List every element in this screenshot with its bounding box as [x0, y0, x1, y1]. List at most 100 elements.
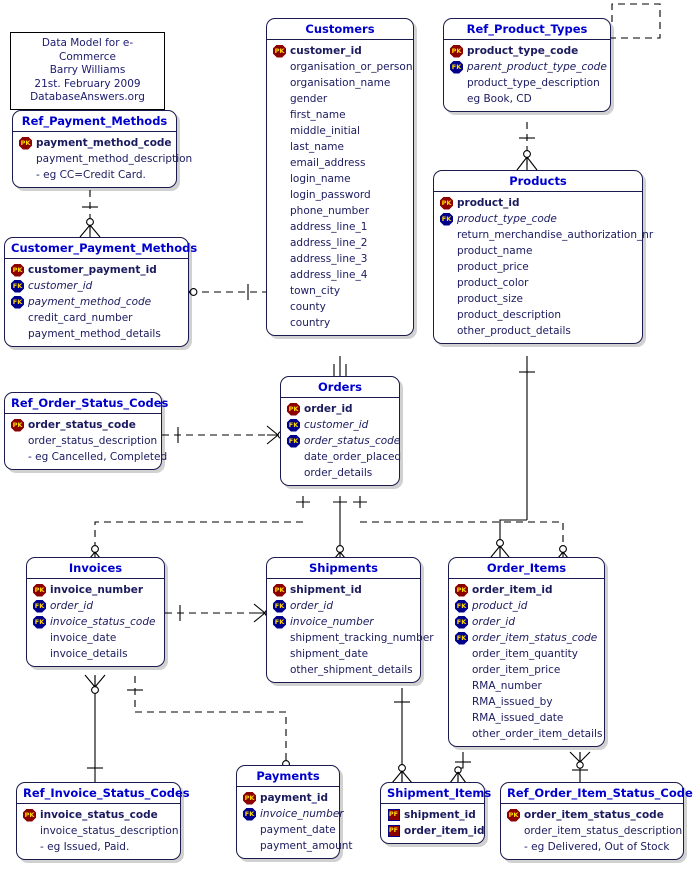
attribute-name: - eg Cancelled, Completed [28, 451, 168, 463]
attribute-row: - eg Issued, Paid. [21, 839, 176, 855]
attribute-name: order_id [290, 600, 334, 612]
attribute-name: product_description [457, 309, 562, 321]
key-badge: FK [453, 631, 470, 645]
attribute-name: - eg Issued, Paid. [40, 841, 130, 853]
attribute-name: payment_method_code [36, 137, 172, 149]
attribute-row: return_merchandise_authorization_nr [438, 227, 653, 243]
foreign-key-icon: FK [440, 212, 453, 226]
attribute-row: phone_number [271, 203, 409, 219]
primary-key-icon: PK [273, 44, 286, 58]
attribute-name: customer_payment_id [28, 264, 157, 276]
key-badge: PK [17, 136, 34, 150]
key-badge: PK [505, 808, 522, 822]
key-badge: FK [285, 418, 302, 432]
attribute-row: middle_initial [271, 123, 409, 139]
attribute-name: organisation_name [290, 77, 391, 89]
entity-name: Invoices [27, 558, 164, 579]
foreign-key-icon: FK [11, 295, 24, 309]
attribute-row: order_item_price [453, 662, 600, 678]
key-badge: FK [9, 279, 26, 293]
foreign-key-icon: FK [11, 279, 24, 293]
attribute-name: login_password [290, 189, 371, 201]
primary-key-icon: PK [273, 583, 286, 597]
attribute-row: town_city [271, 283, 409, 299]
foreign-key-icon: FK [455, 631, 468, 645]
primary-key-icon: PK [455, 583, 468, 597]
key-badge: PK [241, 791, 258, 805]
attribute-name: order_item_id [472, 584, 553, 596]
attribute-row: gender [271, 91, 409, 107]
attribute-name: order_item_status_code [524, 809, 664, 821]
attribute-row: order_details [285, 465, 395, 481]
attribute-name: shipment_tracking_number [290, 632, 434, 644]
attribute-name: product_size [457, 293, 523, 305]
attribute-name: address_line_4 [290, 269, 368, 281]
attribute-name: order_item_status_description [524, 825, 683, 837]
attribute-name: shipment_date [290, 648, 369, 660]
attribute-row: product_price [438, 259, 638, 275]
attribute-name: county [290, 301, 326, 313]
attribute-row: address_line_2 [271, 235, 409, 251]
attribute-row: RMA_number [453, 678, 600, 694]
primary-key-icon: PK [440, 196, 453, 210]
entity-name: Ref_Order_Item_Status_Codes [501, 783, 693, 804]
attribute-name: order_item_quantity [472, 648, 578, 660]
key-badge: FK [9, 295, 26, 309]
attribute-row: product_size [438, 291, 638, 307]
primary-key-icon: PK [11, 418, 24, 432]
entity-name: Customer_Payment_Methods [5, 238, 197, 259]
attribute-row: payment_method_description [17, 151, 192, 167]
attribute-name: other_shipment_details [290, 664, 413, 676]
key-badge: FK [271, 599, 288, 613]
attribute-name: product_color [457, 277, 529, 289]
attribute-row: login_name [271, 171, 409, 187]
attribute-row: product_type_description [448, 75, 606, 91]
primary-key-icon: PK [11, 263, 24, 277]
key-badge: PK [9, 418, 26, 432]
attribute-row: - eg CC=Credit Card. [17, 167, 172, 183]
foreign-key-icon: FK [455, 599, 468, 613]
attribute-name: invoice_number [50, 584, 144, 596]
attribute-row: - eg Delivered, Out of Stock [505, 839, 679, 855]
attribute-name: order_status_code [28, 419, 136, 431]
attribute-name: invoice_status_description [40, 825, 179, 837]
attribute-name: gender [290, 93, 328, 105]
key-badge: PK [9, 263, 26, 277]
key-badge: PF [385, 809, 402, 821]
attribute-name: shipment_id [404, 809, 476, 821]
key-badge: PK [453, 583, 470, 597]
foreign-key-icon: FK [33, 599, 46, 613]
attribute-name: product_price [457, 261, 529, 273]
foreign-key-icon: FK [455, 615, 468, 629]
date-line: 21st. February 2009 [34, 77, 141, 90]
attribute-name: payment_id [260, 792, 329, 804]
attribute-row: date_order_placed [285, 449, 401, 465]
attribute-row: other_order_item_details [453, 726, 602, 742]
